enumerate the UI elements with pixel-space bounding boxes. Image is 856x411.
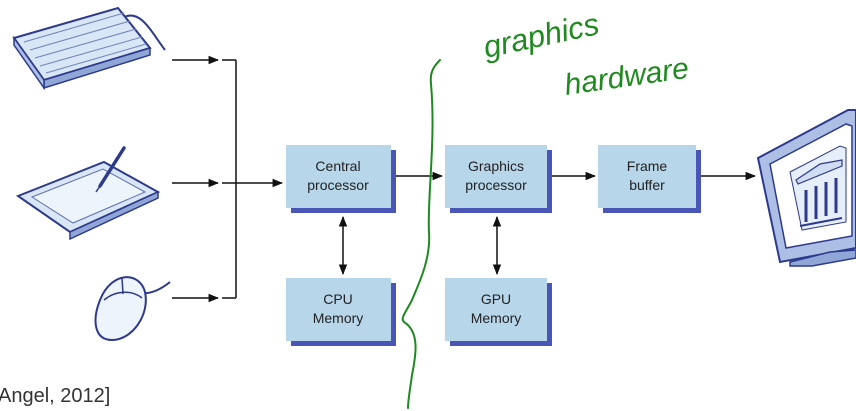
central-processor-line1: Central (315, 158, 360, 174)
pipeline-arrows (338, 171, 757, 276)
frame-buffer-line1: Frame (627, 158, 668, 174)
central-processor-box: Central processor (286, 145, 396, 213)
handwritten-note-line2: hardware (562, 52, 690, 102)
gpu-memory-box: GPU Memory (445, 278, 552, 346)
handwritten-note-line1: graphics (480, 6, 602, 65)
central-processor-line2: processor (307, 177, 369, 193)
gpu-memory-line1: GPU (481, 291, 511, 307)
graphics-processor-box: Graphics processor (445, 145, 552, 213)
cpu-memory-line1: CPU (323, 291, 353, 307)
monitor-icon (756, 109, 856, 267)
cpu-memory-line2: Memory (313, 310, 364, 326)
graphics-processor-line1: Graphics (468, 158, 524, 174)
keyboard-icon (12, 6, 166, 91)
handwritten-divider (401, 59, 441, 409)
cpu-memory-box: CPU Memory (286, 278, 396, 346)
graphics-processor-line2: processor (465, 177, 527, 193)
input-connectors (172, 55, 284, 303)
gpu-memory-line2: Memory (471, 310, 522, 326)
tablet-stylus-icon (15, 146, 161, 241)
frame-buffer-line2: buffer (629, 177, 665, 193)
frame-buffer-box: Frame buffer (598, 145, 701, 213)
citation: Angel, 2012] (0, 385, 110, 407)
mouse-icon (94, 276, 171, 342)
